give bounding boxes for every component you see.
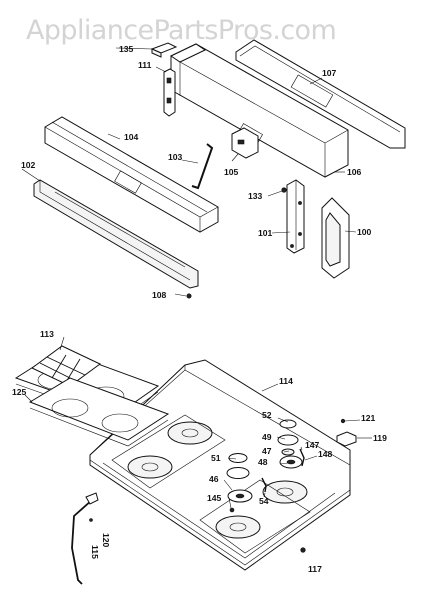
label-103: 103 (168, 152, 183, 162)
watermark-text: AppliancePartsPros.com (26, 15, 336, 46)
label-48: 48 (258, 457, 268, 467)
part-105-switch (231, 127, 259, 159)
part-107-trim (235, 39, 406, 149)
part-100-endcap (321, 197, 350, 279)
label-102: 102 (21, 160, 36, 170)
part-labels: 135 111 107 104 103 102 105 106 133 101 … (12, 44, 387, 574)
label-47: 47 (262, 446, 272, 456)
label-108: 108 (152, 290, 167, 300)
label-117: 117 (308, 564, 322, 574)
label-114: 114 (279, 376, 293, 386)
label-51: 51 (211, 453, 221, 463)
part-120 (89, 518, 93, 522)
part-104-panel (44, 116, 219, 233)
label-101: 101 (258, 228, 273, 238)
label-125: 125 (12, 387, 27, 397)
part-103-rod (191, 143, 214, 190)
label-54: 54 (259, 496, 269, 506)
leader-lines-upper (21, 47, 357, 297)
part-133-screw (281, 187, 287, 193)
burner-parts (226, 419, 305, 513)
label-105: 105 (224, 167, 239, 177)
label-106: 106 (347, 167, 362, 177)
part-135 (150, 42, 178, 58)
part-102-trim (33, 179, 199, 289)
label-104: 104 (124, 132, 139, 142)
part-108-screw (186, 293, 192, 299)
label-147: 147 (305, 440, 320, 450)
part-117 (300, 547, 306, 553)
label-115: 115 (90, 545, 100, 559)
label-107: 107 (322, 68, 337, 78)
label-113: 113 (40, 329, 54, 339)
label-120: 120 (101, 533, 111, 548)
label-121: 121 (361, 413, 376, 423)
label-46: 46 (209, 474, 219, 484)
label-49: 49 (262, 432, 272, 442)
part-125-grate (28, 377, 170, 447)
part-111-bracket (163, 68, 176, 117)
label-119: 119 (373, 433, 387, 443)
label-148: 148 (318, 449, 333, 459)
part-119 (336, 431, 357, 447)
label-111: 111 (138, 60, 152, 70)
label-52: 52 (262, 410, 272, 420)
part-101-bracket (286, 179, 305, 254)
part-115-tube (71, 492, 99, 585)
leader-lines-lower (24, 336, 372, 509)
part-121 (340, 418, 346, 424)
label-145: 145 (207, 493, 222, 503)
label-133: 133 (248, 191, 263, 201)
label-100: 100 (357, 227, 372, 237)
label-135: 135 (119, 44, 134, 54)
